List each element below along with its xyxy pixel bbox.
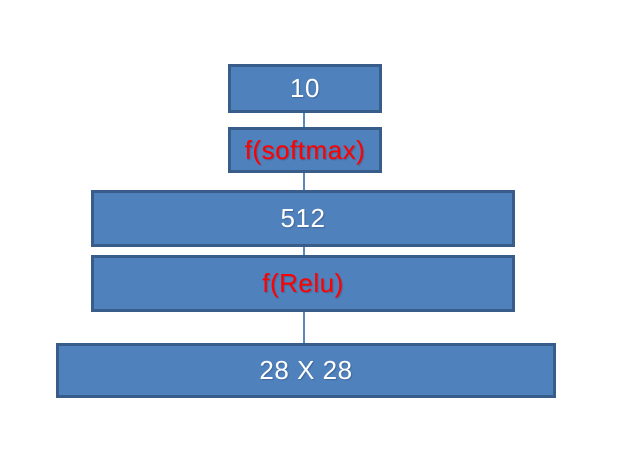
softmax-activation-label: f(softmax) [244,134,366,165]
relu-activation-box: f(Relu) [91,255,515,312]
hidden-layer-label: 512 [280,203,326,233]
hidden-layer-box: 512 [91,190,515,247]
output-layer-box: 10 [228,64,382,113]
connector-line [303,312,305,343]
relu-activation-label: f(Relu) [262,268,344,298]
connector-line [303,173,305,190]
output-layer-label: 10 [290,73,320,103]
connector-line [303,113,305,127]
input-layer-label: 28 X 28 [259,355,353,385]
softmax-activation-box: f(softmax) [228,127,382,173]
connector-line [303,247,305,255]
input-layer-box: 28 X 28 [56,343,556,398]
